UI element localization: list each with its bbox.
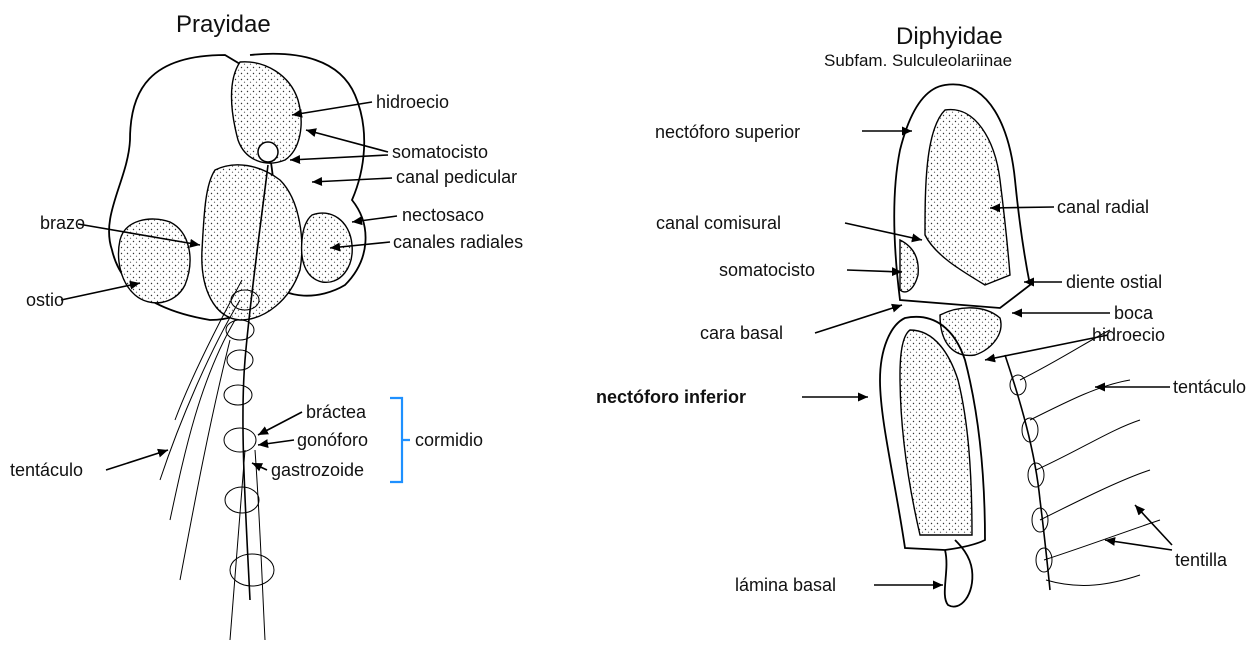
label-boca: boca [1114, 303, 1154, 323]
prayidae-right-nectosac [302, 213, 353, 282]
upper-somatocyst [900, 240, 918, 292]
diphyidae-tentacles [1020, 330, 1160, 585]
prayidae-cormidia [224, 290, 274, 586]
label-brazo: brazo [40, 213, 85, 233]
label-lamina-basal: lámina basal [735, 575, 836, 595]
label-canal-comisural: canal comisural [656, 213, 781, 233]
label-cormidio: cormidio [415, 430, 483, 450]
label-somatocisto: somatocisto [392, 142, 488, 162]
prayidae-title: Prayidae [176, 11, 271, 38]
prayidae-left-nectosac [119, 219, 190, 303]
label-canal-pedicular: canal pedicular [396, 167, 517, 187]
prayidae-illustration [109, 54, 366, 640]
label-cara-basal: cara basal [700, 323, 783, 343]
label-tentaculo-prayidae: tentáculo [10, 460, 83, 480]
prayidae-somatocyst [258, 142, 278, 162]
label-hidroecio: hidroecio [376, 92, 449, 112]
label-bractea: bráctea [306, 402, 367, 422]
diphyidae-panel: Diphyidae Subfam. Sulculeolariinae [596, 23, 1246, 607]
diphyidae-illustration [880, 84, 1160, 606]
label-canal-radial: canal radial [1057, 197, 1149, 217]
label-ostio: ostio [26, 290, 64, 310]
cormidio-bracket [390, 398, 410, 482]
prayidae-panel: Prayidae [10, 11, 523, 640]
label-gonoforo: gonóforo [297, 430, 368, 450]
label-somatocisto-diphyidae: somatocisto [719, 260, 815, 280]
diphyidae-stem [1005, 355, 1050, 590]
label-hidroecio-diphyidae: hidroecio [1092, 325, 1165, 345]
label-nectoforo-superior: nectóforo superior [655, 122, 800, 142]
label-nectoforo-inferior: nectóforo inferior [596, 387, 746, 407]
label-tentaculo-diphyidae: tentáculo [1173, 377, 1246, 397]
label-tentilla: tentilla [1175, 550, 1228, 570]
lower-nectosac [900, 330, 972, 535]
upper-nectosac [925, 110, 1010, 285]
diphyidae-subtitle: Subfam. Sulculeolariinae [824, 51, 1012, 70]
label-canales-radiales: canales radiales [393, 232, 523, 252]
diphyidae-title: Diphyidae [896, 23, 1003, 50]
label-diente-ostial: diente ostial [1066, 272, 1162, 292]
label-gastrozoide: gastrozoide [271, 460, 364, 480]
label-nectosaco: nectosaco [402, 205, 484, 225]
